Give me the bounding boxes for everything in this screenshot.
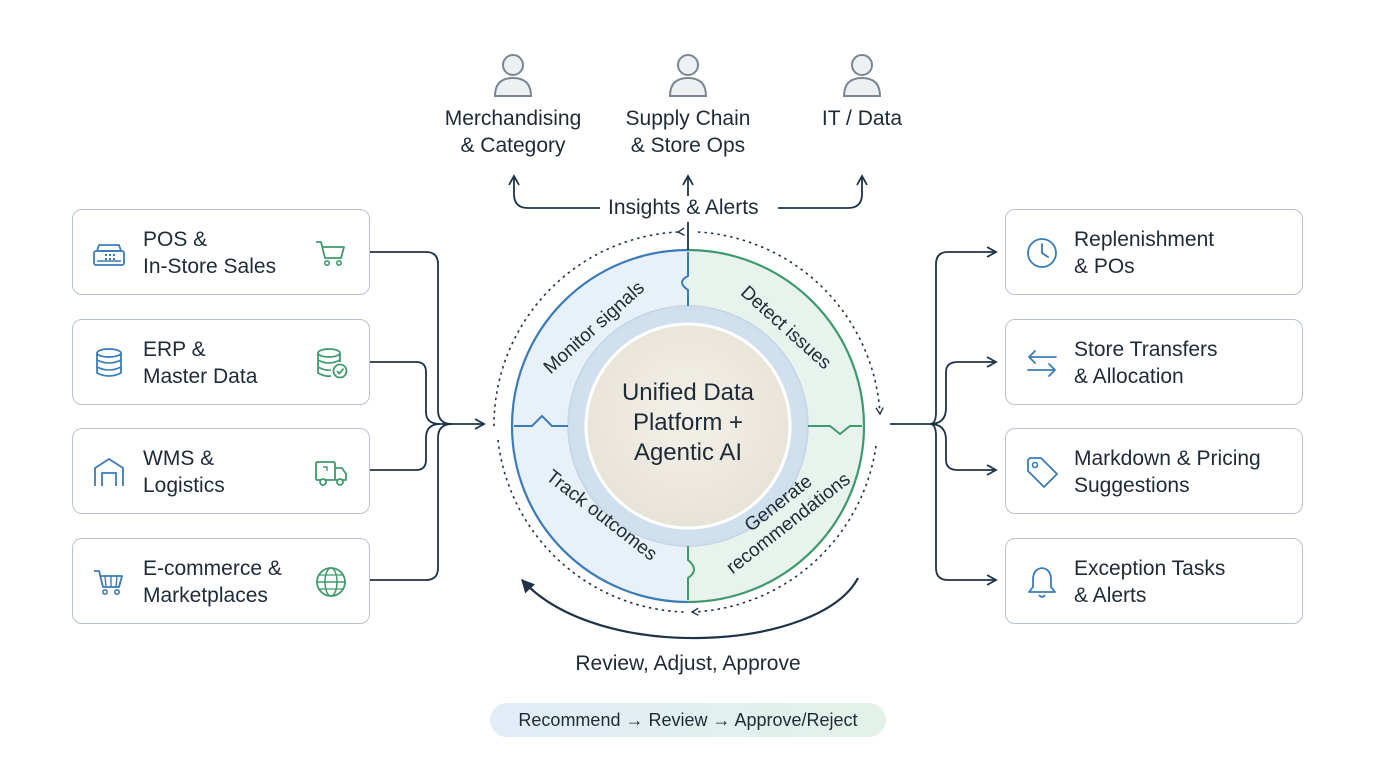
persona-line-2: & Store Ops (630, 134, 746, 157)
persona-it-data: IT / Data (777, 52, 947, 132)
card-label: ERP & Master Data (143, 336, 313, 390)
card-line-2: & Allocation (1074, 365, 1184, 388)
database-check-icon (317, 348, 348, 379)
card-line-1: E-commerce & (143, 557, 282, 580)
card-label: Store Transfers & Allocation (1074, 336, 1294, 390)
persona-line-1: Supply Chain (625, 107, 751, 130)
card-line-1: Markdown & Pricing (1074, 447, 1261, 470)
card-line-1: Store Transfers (1074, 338, 1218, 361)
user-icon (493, 54, 533, 97)
output-card-transfers[interactable]: Store Transfers & Allocation (1005, 319, 1303, 405)
persona-merchandising: Merchandising & Category (428, 52, 598, 159)
card-line-2: Master Data (143, 365, 258, 388)
hub-line-3: Agentic AI (633, 439, 743, 466)
hub-label: Unified Data Platform + Agentic AI (588, 378, 788, 468)
card-line-2: Logistics (143, 474, 225, 497)
hub-core (584, 322, 792, 530)
card-label: Markdown & Pricing Suggestions (1074, 445, 1294, 499)
flow-pill: Recommend → Review → Approve/Reject (490, 703, 886, 737)
persona-line-1: IT / Data (821, 107, 903, 130)
persona-supply-chain: Supply Chain & Store Ops (603, 52, 773, 159)
source-card-ecommerce[interactable]: E-commerce & Marketplaces (72, 538, 370, 624)
cycle-dotted-arcs (493, 227, 884, 616)
card-line-1: WMS & (143, 447, 215, 470)
hub-rings (510, 248, 866, 604)
hub-line-2: Platform + (632, 409, 744, 436)
bell-icon (1028, 567, 1056, 598)
card-line-1: Exception Tasks (1074, 557, 1226, 580)
card-line-2: & POs (1074, 255, 1135, 278)
truck-icon (315, 461, 347, 486)
card-label: Replenishment & POs (1074, 226, 1294, 280)
card-line-1: POS & (143, 228, 208, 251)
card-line-2: Marketplaces (143, 584, 268, 607)
card-label: E-commerce & Marketplaces (143, 555, 313, 609)
output-card-markdown[interactable]: Markdown & Pricing Suggestions (1005, 428, 1303, 514)
card-label: POS & In-Store Sales (143, 226, 313, 280)
database-icon (96, 348, 122, 377)
tag-icon (1027, 457, 1058, 488)
arrows-transfer-icon (1027, 350, 1057, 377)
source-card-pos[interactable]: POS & In-Store Sales (72, 209, 370, 295)
review-label: Review, Adjust, Approve (575, 652, 801, 675)
cart-icon (94, 570, 123, 595)
user-icon (842, 54, 882, 97)
user-icon (668, 54, 708, 97)
card-label: Exception Tasks & Alerts (1074, 555, 1294, 609)
card-line-1: ERP & (143, 338, 206, 361)
output-card-replenishment[interactable]: Replenishment & POs (1005, 209, 1303, 295)
card-line-2: Suggestions (1074, 474, 1190, 497)
persona-line-1: Merchandising (444, 107, 582, 130)
warehouse-icon (94, 458, 124, 486)
left-connectors (370, 251, 486, 581)
persona-line-2: & Category (460, 134, 566, 157)
right-connectors (890, 246, 998, 586)
globe-icon (316, 567, 346, 597)
card-line-1: Replenishment (1074, 228, 1215, 251)
top-connectors (508, 174, 868, 250)
register-icon (93, 244, 125, 266)
card-label: WMS & Logistics (143, 445, 313, 499)
source-card-erp[interactable]: ERP & Master Data (72, 319, 370, 405)
review-arc (521, 577, 859, 640)
source-card-wms[interactable]: WMS & Logistics (72, 428, 370, 514)
card-line-2: In-Store Sales (143, 255, 277, 278)
output-card-exceptions[interactable]: Exception Tasks & Alerts (1005, 538, 1303, 624)
insights-alerts-label: Insights & Alerts (602, 196, 765, 220)
cart-icon (316, 241, 345, 266)
clock-icon (1027, 238, 1057, 268)
card-line-2: & Alerts (1074, 584, 1147, 607)
hub-line-1: Unified Data (621, 379, 755, 406)
